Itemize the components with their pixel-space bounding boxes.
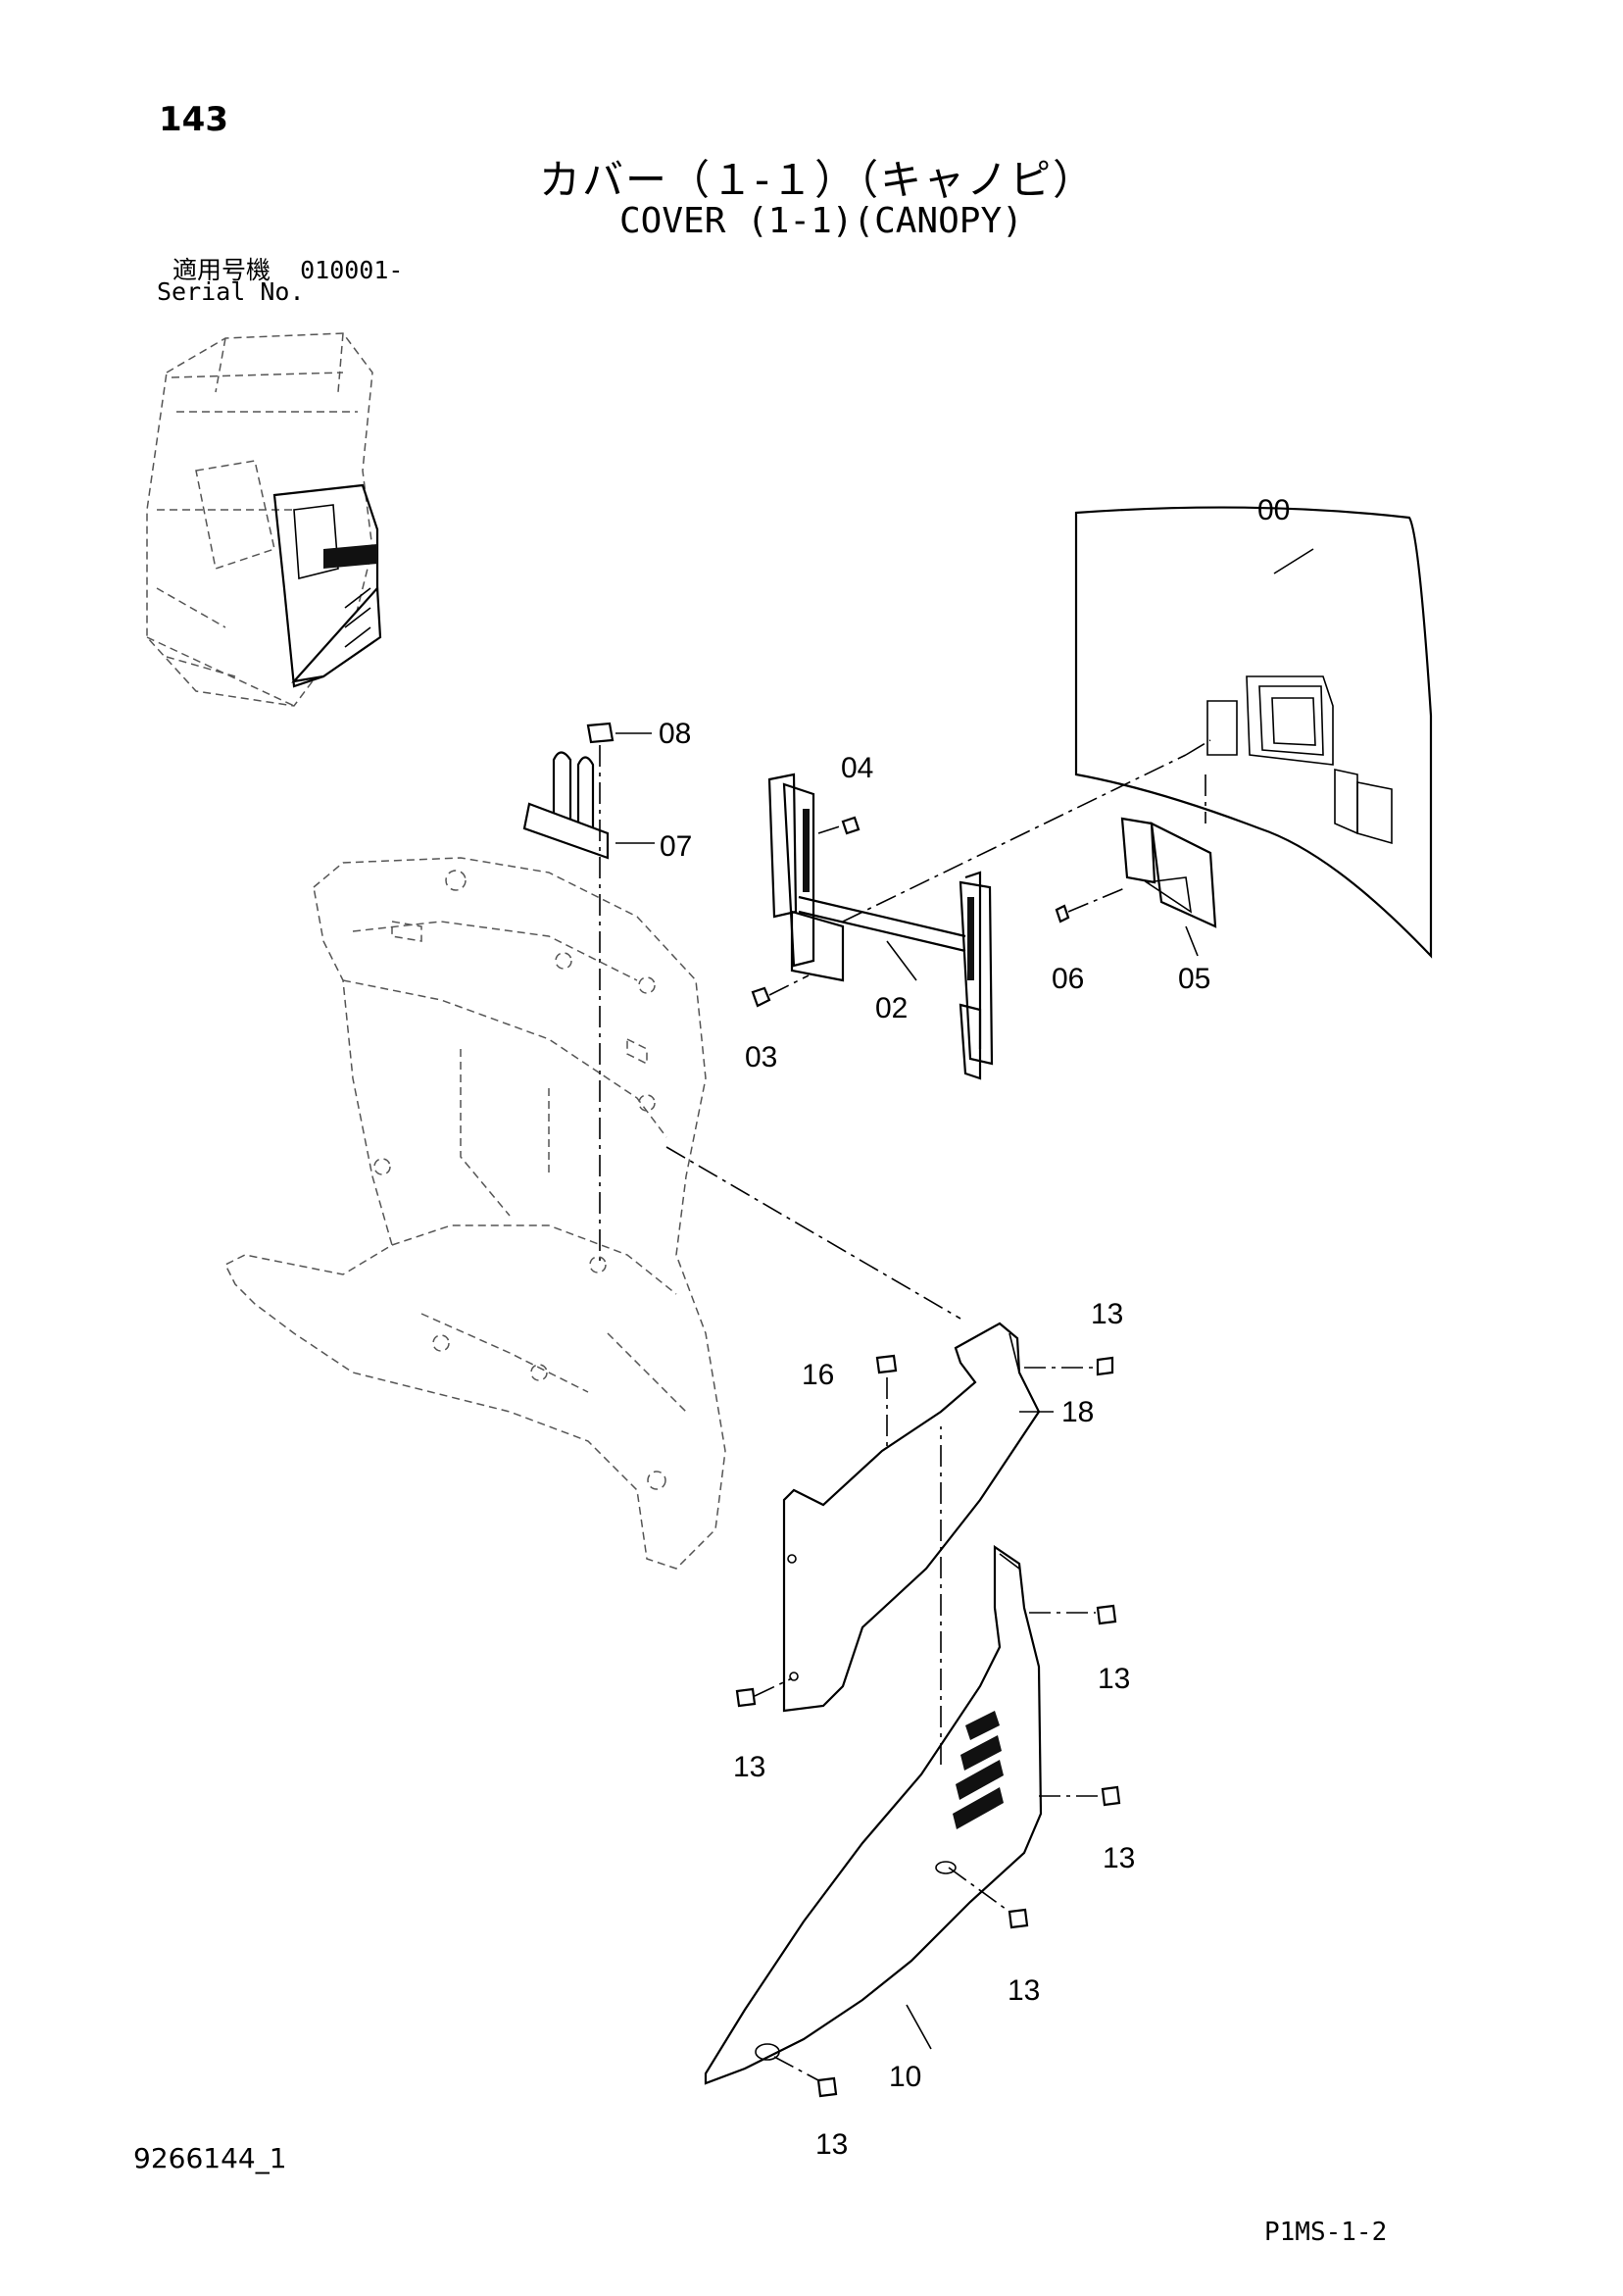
callout-02: 02 (875, 992, 908, 1024)
part-07-u-bracket (522, 751, 610, 860)
alignment-line-panel (1185, 739, 1211, 756)
part-10-lower-cover (704, 1544, 1043, 2085)
callout-13-bottom: 13 (815, 2128, 848, 2161)
callout-16: 16 (802, 1359, 834, 1391)
callout-13-right-2: 13 (1103, 1842, 1135, 1874)
part-08-nut (586, 722, 615, 1265)
part-13-bolt-right-1 (1029, 1604, 1117, 1625)
callout-13-lower-right: 13 (1008, 1974, 1040, 2007)
part-02-hinge-frame (767, 754, 1187, 1080)
callout-leader-05 (1185, 925, 1199, 957)
page-code: P1MS-1-2 (1264, 2218, 1388, 2247)
callout-leader-02 (886, 940, 917, 981)
part-18-upper-cover (782, 1322, 1041, 1765)
page-title-english: COVER (1-1)(CANOPY) (619, 201, 1023, 241)
part-00-curved-panel (1074, 506, 1433, 959)
part-06-bolt (1055, 886, 1128, 923)
callout-00: 00 (1257, 494, 1290, 526)
callout-05: 05 (1178, 963, 1210, 995)
page-number: 143 (159, 100, 228, 139)
serial-label-japanese: 適用号機 010001- (172, 256, 404, 284)
part-13-bolt-right-2 (1039, 1785, 1121, 1807)
callout-03: 03 (745, 1041, 777, 1073)
callout-13-right-1: 13 (1098, 1663, 1130, 1695)
callout-04: 04 (841, 752, 873, 784)
part-13-bolt-left (735, 1677, 793, 1708)
callout-18: 18 (1061, 1396, 1094, 1428)
part-03-bolt (751, 974, 810, 1008)
part-13-bolt-bottom (773, 2056, 838, 2098)
page-title-japanese: カバー（１-１）（キャノピ） (539, 156, 1097, 204)
callout-10: 10 (889, 2061, 921, 2093)
serial-label-english: Serial No. (157, 277, 305, 306)
callout-06: 06 (1052, 963, 1084, 995)
document-code: 9266144_1 (133, 2142, 287, 2174)
main-frame-phantom (223, 857, 961, 1570)
machine-overview-thumbnail (146, 332, 382, 707)
callout-07: 07 (660, 830, 692, 863)
part-04-bolt (817, 816, 861, 835)
callout-leader-00 (1273, 548, 1314, 574)
callout-13-left: 13 (733, 1751, 765, 1783)
callout-leader-10 (906, 2004, 932, 2050)
part-05-bracket (1120, 817, 1217, 928)
part-13-bolt-lower-right (948, 1867, 1029, 1929)
part-13-bolt-top (1024, 1356, 1114, 1376)
part-16-bolt (875, 1354, 898, 1451)
callout-08: 08 (659, 718, 691, 750)
callout-13-top: 13 (1091, 1298, 1123, 1330)
